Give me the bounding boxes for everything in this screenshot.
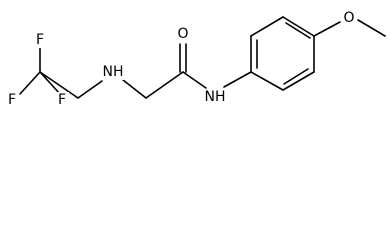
svg-text:F: F xyxy=(8,92,16,108)
bond-ch2-carbonyl xyxy=(145,71,184,99)
bond-cf3-f-right xyxy=(39,71,61,95)
bond-cf3-ch2 xyxy=(39,71,79,99)
svg-text:F: F xyxy=(58,92,66,108)
atom-o-carbonyl: O xyxy=(176,26,190,42)
atom-f-right: F xyxy=(55,92,69,108)
bond-ch2-nh xyxy=(77,80,103,99)
atom-o-methoxy: O xyxy=(342,10,356,26)
bond-nh-ch2 xyxy=(122,79,147,99)
bonds xyxy=(19,16,386,99)
bond-o-ch3 xyxy=(357,19,386,37)
svg-text:NH: NH xyxy=(103,64,124,80)
atom-nh-amide: NH xyxy=(202,89,228,105)
atom-nh-amine: NH xyxy=(100,64,126,80)
benzene-ring xyxy=(250,16,315,91)
bond-ring-o xyxy=(313,21,341,37)
svg-text:NH: NH xyxy=(205,89,226,105)
atom-f-left: F xyxy=(5,92,19,108)
structure-canvas: F F F NH O NH xyxy=(0,0,391,111)
svg-text:F: F xyxy=(36,32,44,48)
svg-text:O: O xyxy=(343,10,354,26)
molecule-structure: F F F NH O NH xyxy=(5,10,386,108)
svg-text:O: O xyxy=(177,26,188,42)
bond-nh-ring xyxy=(223,71,252,88)
atom-f-top: F xyxy=(33,32,47,48)
atom-labels: F F F NH O NH xyxy=(5,10,356,108)
bond-carbonyl-nh xyxy=(182,71,207,89)
bond-cf3-f-left xyxy=(19,71,41,95)
